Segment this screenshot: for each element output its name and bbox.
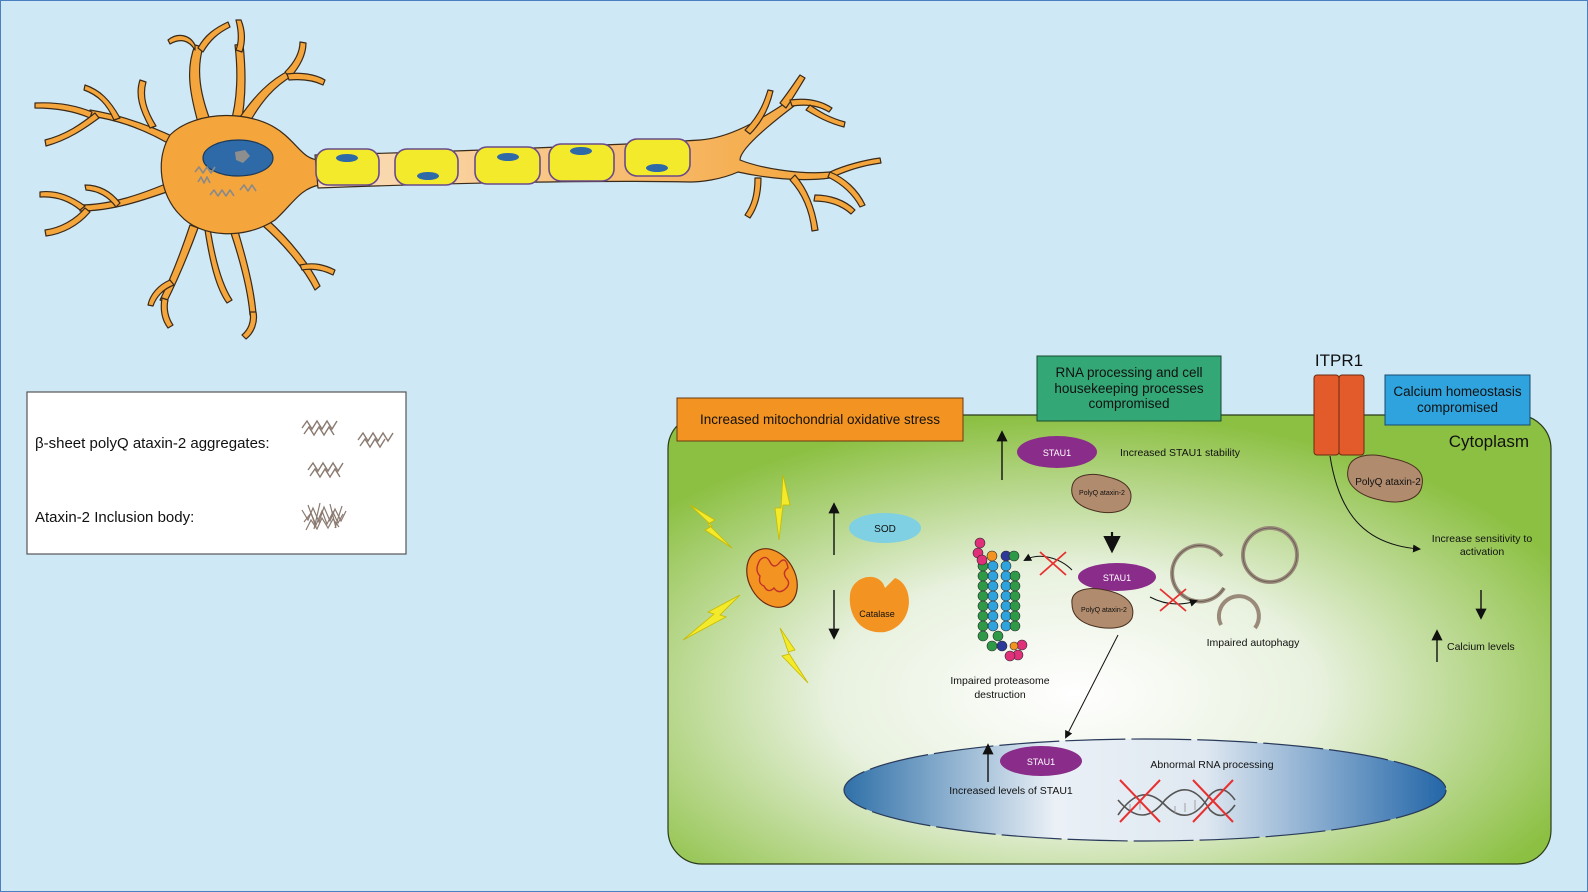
itpr1-channel [1313, 374, 1365, 456]
proteasome [972, 537, 1028, 662]
myelin-sheaths [315, 138, 691, 186]
oxidative-stress-box [676, 397, 964, 442]
polyq-ataxin2-top: PolyQ ataxin-2 [1071, 474, 1132, 514]
svg-text:Catalase: Catalase [859, 609, 895, 619]
svg-text:STAU1: STAU1 [1103, 573, 1131, 583]
legend-inclusion-label: Ataxin-2 Inclusion body: [35, 509, 194, 526]
proteasome-label-line2: destruction [974, 689, 1026, 701]
proteasome-label-line1: Impaired proteasome [950, 675, 1049, 687]
arrow-to-proteasome [1023, 553, 1073, 571]
polyq-ataxin2-itpr1: PolyQ ataxin-2 [1347, 454, 1423, 503]
aggregate-icon [301, 419, 394, 479]
itpr1-label: ITPR1 [1315, 351, 1363, 370]
svg-text:PolyQ ataxin-2: PolyQ ataxin-2 [1355, 477, 1421, 488]
cross-proteasome-icon [1039, 551, 1067, 576]
calcium-levels-label: Calcium levels [1447, 641, 1515, 653]
svg-text:SOD: SOD [874, 524, 896, 535]
arrow-to-nucleus [1065, 634, 1119, 739]
arrow-to-autophagy [1149, 596, 1198, 607]
cross-autophagy-icon [1159, 588, 1187, 612]
autophagy-label: Impaired autophagy [1207, 637, 1301, 649]
stau1-middle: STAU1 [1078, 563, 1156, 591]
catalase: Catalase [849, 576, 909, 633]
dendrites [34, 19, 336, 340]
nucleus [843, 738, 1447, 842]
mitochondrion [746, 548, 798, 608]
calcium-homeostasis-label: Calcium homeostasis compromised [1393, 384, 1522, 415]
svg-text:STAU1: STAU1 [1027, 757, 1055, 767]
rna-processing-box [1036, 355, 1222, 422]
polyq-ataxin2-middle: PolyQ ataxin-2 [1071, 588, 1134, 629]
svg-text:PolyQ ataxin-2: PolyQ ataxin-2 [1079, 490, 1125, 497]
sensitivity-arrow [1329, 455, 1421, 553]
svg-text:PolyQ ataxin-2: PolyQ ataxin-2 [1081, 607, 1127, 614]
stau1-levels-label: Increased levels of STAU1 [949, 785, 1073, 797]
calcium-homeostasis-box [1384, 374, 1531, 426]
legend-aggregates-label: β-sheet polyQ ataxin-2 aggregates: [35, 435, 270, 452]
cross-rna-icon [1119, 779, 1234, 823]
stau1-stability-label: Increased STAU1 stability [1120, 447, 1241, 459]
stau1-nucleus: STAU1 [1000, 746, 1082, 776]
stau1-top: STAU1 [1017, 436, 1097, 468]
inclusion-body-icon [301, 502, 347, 531]
abnormal-rna-label: Abnormal RNA processing [1150, 759, 1273, 771]
sensitivity-label-line2: activation [1460, 546, 1505, 558]
sensitivity-label-line1: Increase sensitivity to [1432, 533, 1533, 545]
rna-processing-label: RNA processing and cell housekeeping pro… [1054, 365, 1204, 412]
lightning-icon [682, 474, 809, 684]
sod: SOD [849, 513, 921, 543]
svg-text:STAU1: STAU1 [1043, 448, 1071, 458]
cytoplasm-label: Cytoplasm [1449, 432, 1529, 451]
neuron [34, 19, 882, 340]
legend: β-sheet polyQ ataxin-2 aggregates: Ataxi… [26, 391, 407, 555]
oxidative-stress-label: Increased mitochondrial oxidative stress [699, 411, 941, 427]
